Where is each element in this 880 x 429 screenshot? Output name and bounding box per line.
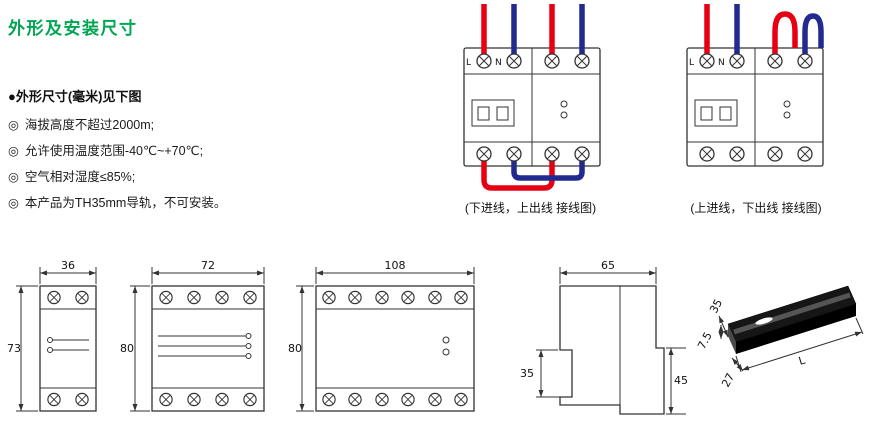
terminal-label-l: L [466, 58, 471, 68]
dimension-drawing-side-profile: 65 35 45 [520, 259, 688, 415]
note-humidity: ◎ 空气相对湿度≤85%; [8, 168, 428, 187]
terminal-screw-icon [699, 146, 715, 162]
terminal-screw-icon [428, 392, 442, 407]
dimension-lines [536, 267, 686, 415]
terminal-label-n: N [718, 58, 725, 68]
page-title: 外形及安装尺寸 [8, 19, 138, 38]
terminal-screw-icon [75, 290, 89, 305]
terminal-screw-icon [767, 53, 783, 69]
note-temperature: ◎ 允许使用温度范围-40℃~+70℃; [8, 142, 428, 161]
terminal-screw-icon [454, 290, 468, 305]
terminal-screw-icon [215, 290, 229, 305]
din-rail-3d [727, 285, 857, 354]
terminal-screw-icon [574, 146, 590, 162]
terminal-screw-icon [47, 290, 61, 305]
rail-thickness-label: 7.5 [695, 330, 715, 352]
terminal-screw-icon [215, 392, 229, 407]
note-bullet-icon: ◎ [8, 144, 19, 158]
dimension-lines [296, 267, 475, 412]
terminal-screw-icon [322, 290, 336, 305]
wiring-diagram-bottom-feed: L N [463, 4, 601, 191]
terminal-screw-icon [767, 146, 783, 162]
note-bullet-icon: ◎ [8, 118, 19, 132]
spec-notes-list: ◎ 海拔高度不超过2000m; ◎ 允许使用温度范围-40℃~+70℃; ◎ 空… [8, 116, 428, 220]
rail-length-label: L [797, 353, 807, 367]
dimension-drawing-din-rail: 35 7.5 27 L [695, 285, 864, 389]
terminal-screw-icon [401, 392, 415, 407]
unit-outline [151, 285, 265, 412]
dim-width-label: 36 [61, 259, 75, 272]
dim-height-label: 73 [7, 342, 21, 355]
terminal-screw-icon [47, 392, 61, 407]
dim-height-label: 80 [288, 342, 302, 355]
note-text: 允许使用温度范围-40℃~+70℃; [24, 144, 204, 158]
terminal-screw-icon [348, 290, 362, 305]
unit-outline [315, 285, 475, 412]
dimension-drawing-unit3: 108 80 [288, 259, 475, 412]
note-text: 空气相对湿度≤85%; [24, 170, 136, 184]
terminal-label-l: L [689, 58, 694, 68]
dimension-lines [130, 267, 265, 412]
terminal-screw-icon [401, 290, 415, 305]
terminal-screw-icon [187, 392, 201, 407]
terminal-screw-icon [428, 290, 442, 305]
terminal-screw-icon [699, 53, 715, 69]
section-subtitle: ●外形尺寸(毫米)见下图 [8, 89, 142, 104]
dim-recess-label: 35 [520, 367, 534, 380]
terminal-screw-icon [729, 53, 745, 69]
terminal-screw-icon [476, 146, 492, 162]
terminal-screw-icon [322, 392, 336, 407]
terminal-screw-icon [375, 392, 389, 407]
wiring-caption-top-feed: (上进线，下出线 接线图) [690, 201, 822, 215]
note-rail: ◎ 本产品为TH35mm导轨，不可安装。 [8, 194, 428, 213]
wiring-caption-bottom-feed: (下进线，上出线 接线图) [464, 201, 597, 215]
wires [481, 4, 585, 191]
note-text: 本产品为TH35mm导轨，不可安装。 [24, 196, 227, 210]
terminal-screw-icon [729, 146, 745, 162]
terminal-screw-icon [544, 146, 560, 162]
terminal-screw-icon [506, 53, 522, 69]
terminal-screw-icon [506, 146, 522, 162]
note-text: 海拔高度不超过2000m; [24, 118, 155, 132]
terminal-screw-icon [348, 392, 362, 407]
terminal-screw-icon [187, 290, 201, 305]
dimension-lines [718, 315, 864, 373]
terminal-screw-icon [159, 290, 173, 305]
breaker-face-lines [464, 48, 600, 166]
dimension-drawing-unit2: 72 80 [120, 259, 265, 412]
terminal-screw-icon [375, 290, 389, 305]
dim-height-label: 80 [120, 342, 134, 355]
note-bullet-icon: ◎ [8, 196, 19, 210]
unit-outline [39, 285, 97, 412]
dim-width-label: 108 [385, 259, 406, 272]
wires [704, 4, 824, 61]
terminal-screw-icon [454, 392, 468, 407]
terminal-screw-icon [476, 53, 492, 69]
dimension-lines [16, 267, 97, 412]
wiring-diagram-top-feed: L N [686, 4, 824, 167]
terminal-screw-icon [243, 290, 257, 305]
terminal-screw-icon [797, 53, 813, 69]
terminal-screw-icon [243, 392, 257, 407]
dimension-drawing-unit1: 36 73 [7, 259, 97, 412]
dim-width-label: 65 [601, 259, 615, 272]
terminal-screw-icon [797, 146, 813, 162]
terminal-screw-icon [75, 392, 89, 407]
note-bullet-icon: ◎ [8, 170, 19, 184]
terminal-screw-icon [574, 53, 590, 69]
dim-front-label: 45 [674, 374, 688, 387]
terminal-label-n: N [495, 58, 502, 68]
breaker-face-lines [687, 48, 823, 166]
note-altitude: ◎ 海拔高度不超过2000m; [8, 116, 428, 135]
terminal-screw-icon [159, 392, 173, 407]
rail-width-label: 35 [707, 297, 725, 315]
rail-flange-label: 27 [719, 371, 737, 389]
terminal-screw-icon [544, 53, 560, 69]
profile-outline [559, 285, 665, 415]
dim-width-label: 72 [201, 259, 215, 272]
